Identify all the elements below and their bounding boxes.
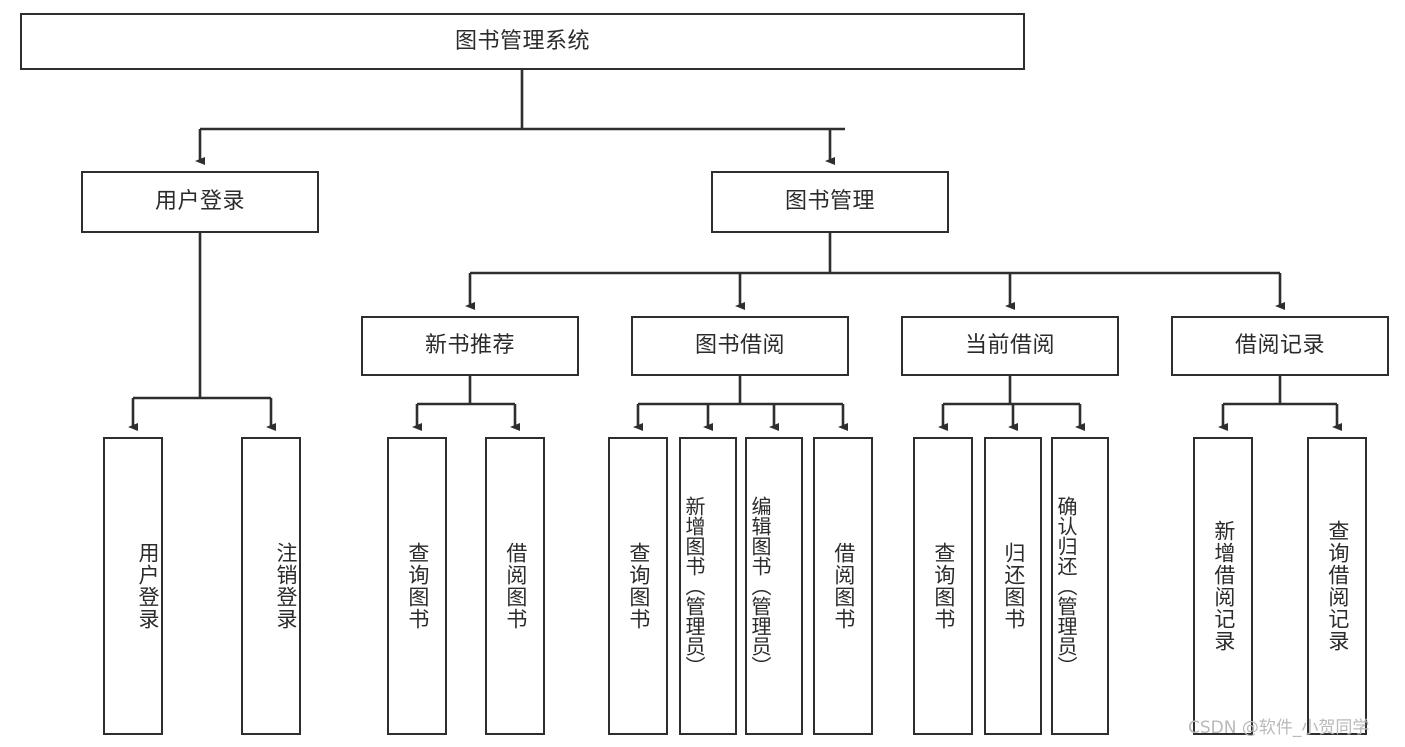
node-leaf-query-book-cur-label: 查询图书 xyxy=(931,542,956,630)
node-leaf-confirm-return[interactable]: 确认归还（管理员） xyxy=(1051,437,1109,735)
node-book-borrow-label: 图书借阅 xyxy=(694,333,785,359)
node-leaf-add-record[interactable]: 新增借阅记录 xyxy=(1193,437,1253,735)
node-root-label: 图书管理系统 xyxy=(454,28,590,54)
node-leaf-query-book-rec[interactable]: 查询图书 xyxy=(387,437,447,735)
node-user-login-label: 用户登录 xyxy=(154,189,245,215)
node-new-book-rec[interactable]: 新书推荐 xyxy=(361,316,579,376)
node-leaf-borrow-book[interactable]: 借阅图书 xyxy=(813,437,873,735)
node-leaf-borrow-book-label: 借阅图书 xyxy=(831,542,856,630)
node-leaf-confirm-return-label: 确认归还（管理员） xyxy=(1054,496,1078,676)
node-leaf-add-book-label: 新增图书（管理员） xyxy=(682,496,706,676)
node-leaf-add-book[interactable]: 新增图书（管理员） xyxy=(679,437,737,735)
node-leaf-query-record-label: 查询借阅记录 xyxy=(1325,520,1350,652)
node-leaf-add-record-label: 新增借阅记录 xyxy=(1211,520,1236,652)
node-book-manage[interactable]: 图书管理 xyxy=(711,171,949,233)
node-borrow-record-label: 借阅记录 xyxy=(1234,333,1325,359)
node-current-borrow-label: 当前借阅 xyxy=(964,333,1055,359)
node-leaf-query-book-rec-label: 查询图书 xyxy=(405,542,430,630)
node-new-book-rec-label: 新书推荐 xyxy=(424,333,515,359)
node-leaf-logout[interactable]: 注销登录 xyxy=(241,437,301,735)
node-leaf-query-book-cur[interactable]: 查询图书 xyxy=(913,437,973,735)
node-book-manage-label: 图书管理 xyxy=(784,189,875,215)
node-leaf-logout-label: 注销登录 xyxy=(274,542,298,630)
node-user-login[interactable]: 用户登录 xyxy=(81,171,319,233)
node-leaf-user-login[interactable]: 用户登录 xyxy=(103,437,163,735)
node-leaf-return-book-label: 归还图书 xyxy=(1001,542,1026,630)
node-leaf-borrow-book-rec[interactable]: 借阅图书 xyxy=(485,437,545,735)
node-leaf-edit-book-label: 编辑图书（管理员） xyxy=(748,496,772,676)
node-leaf-edit-book[interactable]: 编辑图书（管理员） xyxy=(745,437,803,735)
node-leaf-user-login-label: 用户登录 xyxy=(136,542,160,630)
node-leaf-query-book-borrow[interactable]: 查询图书 xyxy=(608,437,668,735)
node-current-borrow[interactable]: 当前借阅 xyxy=(901,316,1119,376)
node-leaf-query-record[interactable]: 查询借阅记录 xyxy=(1307,437,1367,735)
node-leaf-return-book[interactable]: 归还图书 xyxy=(984,437,1042,735)
node-leaf-borrow-book-rec-label: 借阅图书 xyxy=(503,542,528,630)
csdn-watermark: CSDN @软件_小贺同学 xyxy=(1188,718,1370,738)
node-borrow-record[interactable]: 借阅记录 xyxy=(1171,316,1389,376)
node-root[interactable]: 图书管理系统 xyxy=(20,13,1025,70)
node-book-borrow[interactable]: 图书借阅 xyxy=(631,316,849,376)
node-leaf-query-book-borrow-label: 查询图书 xyxy=(626,542,651,630)
